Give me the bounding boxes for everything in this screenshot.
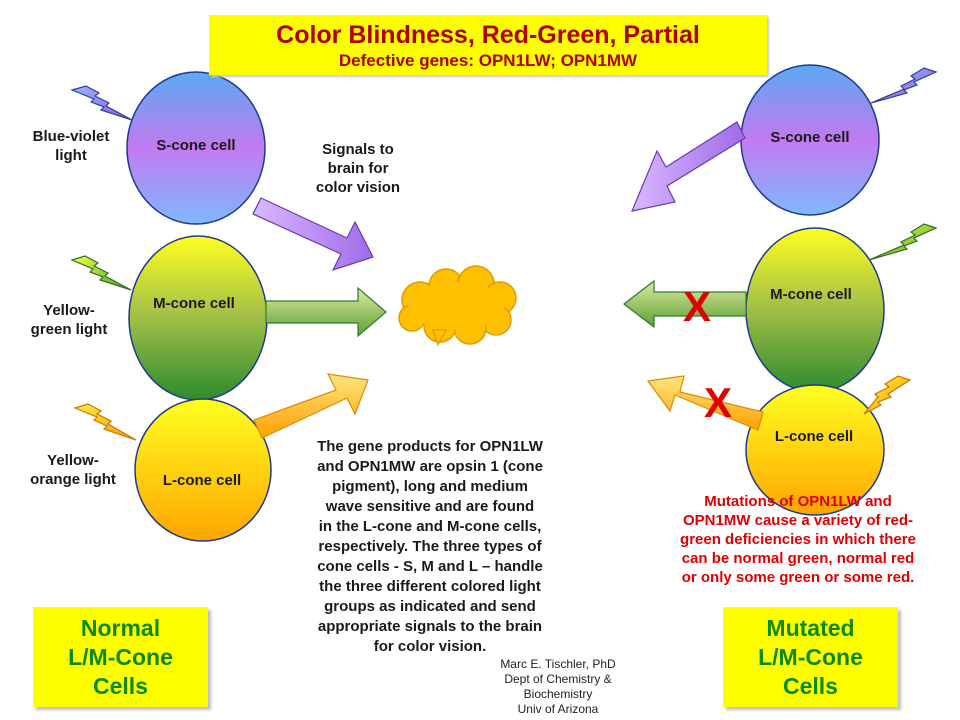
mutated-l-cone-label: L-cone cell [774,428,854,445]
blue-violet-light-label: Blue-violet light [32,128,110,164]
page-subtitle: Defective genes: OPN1LW; OPN1MW [338,51,638,70]
yellow-green-bolt-icon [70,255,132,291]
mutated-s-signal-arrow [631,121,746,212]
m-signal-arrow [265,286,387,338]
mutated-m-cone-label: M-cone cell [770,286,852,303]
mutated-cells-box: Mutated L/M-Cone Cells [723,607,898,707]
normal-m-cone [128,235,268,401]
blocked-m-signal-x: X [683,283,712,330]
gene-description: The gene products for OPN1LW and OPN1MW … [317,438,543,655]
yellow-green-light-label: Yellow- green light [30,302,108,338]
normal-cells-box: Normal L/M-Cone Cells [33,607,208,707]
l-signal-arrow [253,373,369,439]
signals-label: Signals to brain for color vision [315,141,401,196]
title-box: Color Blindness, Red-Green, Partial Defe… [209,15,767,75]
mutated-l-cone [745,384,885,516]
yellow-orange-light-label: Yellow- orange light [30,452,116,488]
mutated-s-cone-label: S-cone cell [770,129,850,146]
mutated-m-signal-arrow [623,279,747,329]
normal-s-cone-label: S-cone cell [156,137,236,154]
normal-l-cone [134,398,272,542]
mutated-l-signal-arrow [646,375,764,431]
mutated-yellow-orange-bolt-icon [863,375,912,415]
blue-violet-bolt-icon [70,85,133,121]
yellow-orange-bolt-icon [73,403,137,441]
normal-m-cone-label: M-cone cell [153,295,235,312]
normal-l-cone-label: L-cone cell [162,472,242,489]
mutated-blue-violet-bolt-icon [870,67,938,104]
normal-s-cone [126,71,266,225]
blocked-l-signal-x: X [704,379,733,426]
page-title: Color Blindness, Red-Green, Partial [276,21,700,49]
mutation-description: Mutations of OPN1LW and OPN1MW cause a v… [680,493,916,586]
mutated-m-cone [745,227,885,393]
mutated-yellow-green-bolt-icon [868,223,938,261]
author-credit: Marc E. Tischler, PhD Dept of Chemistry … [500,657,616,716]
s-signal-arrow [252,197,374,272]
